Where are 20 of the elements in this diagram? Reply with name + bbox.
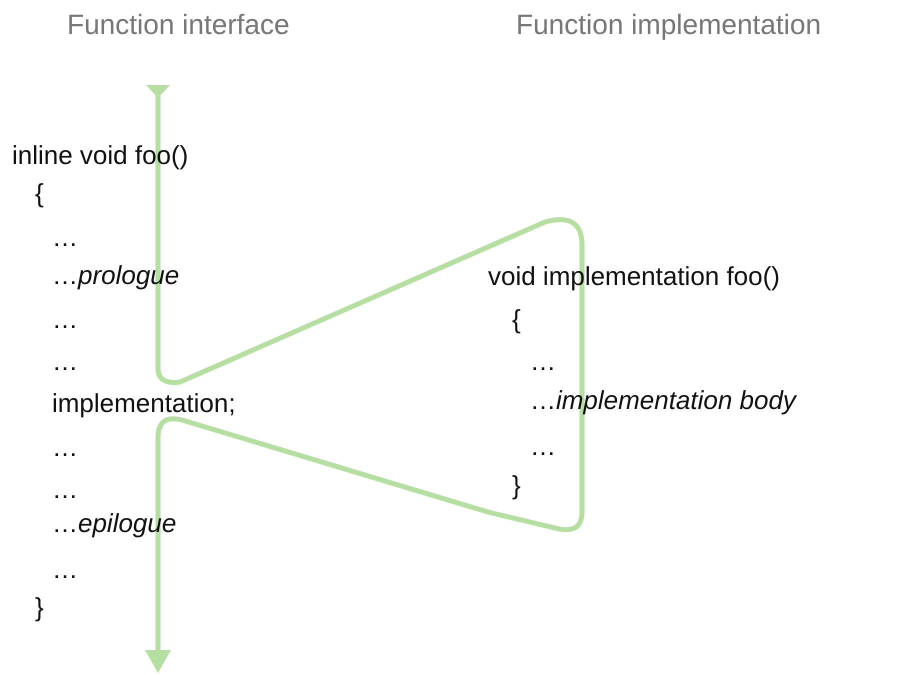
code-line: inline void foo() (12, 140, 188, 170)
code-line: void implementation foo() (488, 261, 780, 291)
code-line: … (52, 304, 78, 334)
column-heading: Function implementation (516, 10, 822, 40)
code-line: … (52, 432, 78, 462)
code-line: … (52, 346, 78, 376)
code-line: … (52, 222, 78, 252)
code-line: …prologue (52, 260, 180, 290)
code-line: } (35, 592, 44, 622)
code-line: … (52, 554, 78, 584)
code-line: … (530, 431, 556, 461)
code-line: …epilogue (52, 508, 176, 538)
code-line: { (512, 304, 521, 334)
code-line: …implementation body (530, 385, 796, 415)
code-line: } (512, 470, 521, 500)
code-line: { (35, 178, 44, 208)
code-line: … (530, 346, 556, 376)
code-line: … (52, 474, 78, 504)
code-line: implementation; (52, 388, 236, 418)
column-heading: Function interface (67, 10, 290, 40)
